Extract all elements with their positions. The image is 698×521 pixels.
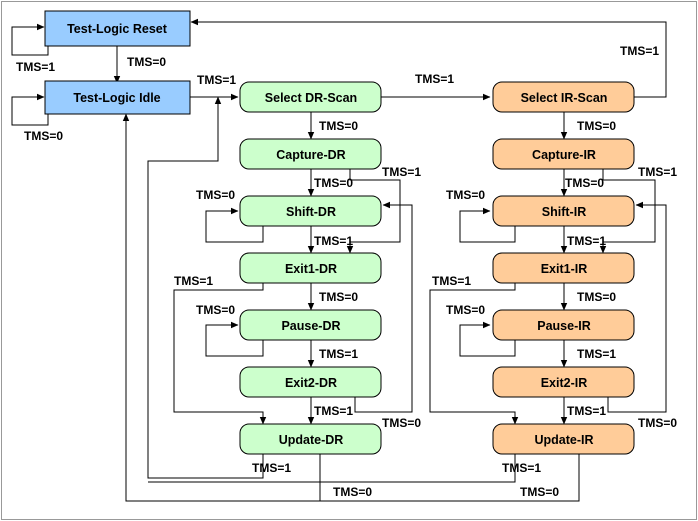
svg-text:Capture-DR: Capture-DR — [276, 148, 345, 162]
state-pause-ir: Pause-IR — [492, 309, 635, 341]
tms-label-capture-ir-to-exit1-ir: TMS=1 — [638, 165, 677, 179]
transition-labels: TMS=1 TMS=0 TMS=0 TMS=1 TMS=1 TMS=1 TMS=… — [16, 44, 677, 499]
state-capture-ir: Capture-IR — [492, 138, 635, 170]
tms-label-update-ir-to-idle: TMS=0 — [520, 485, 559, 499]
tms-label-exit2-ir-to-shift-ir: TMS=0 — [638, 416, 677, 430]
state-exit2-dr: Exit2-DR — [239, 366, 382, 398]
tms-label-pause-ir-loop: TMS=0 — [446, 303, 485, 317]
svg-text:Shift-DR: Shift-DR — [286, 205, 336, 219]
svg-text:Pause-DR: Pause-DR — [281, 319, 340, 333]
tms-label-pause-ir-to-exit2-ir: TMS=1 — [577, 347, 616, 361]
tms-label-reset-to-idle: TMS=0 — [127, 55, 166, 69]
tms-label-capture-ir-to-shift-ir: TMS=0 — [565, 176, 604, 190]
tms-label-select-dr-to-select-ir: TMS=1 — [415, 72, 454, 86]
state-exit1-ir: Exit1-IR — [492, 252, 635, 284]
tms-label-exit1-dr-to-pause-dr: TMS=0 — [319, 290, 358, 304]
svg-text:Update-IR: Update-IR — [534, 433, 593, 447]
svg-text:Exit2-DR: Exit2-DR — [285, 376, 337, 390]
tms-label-pause-dr-loop: TMS=0 — [196, 303, 235, 317]
tms-label-update-dr-to-select-dr: TMS=1 — [252, 461, 291, 475]
svg-text:Select DR-Scan: Select DR-Scan — [265, 91, 357, 105]
tms-label-exit2-ir-to-update-ir: TMS=1 — [567, 404, 606, 418]
tms-label-shift-dr-to-exit1-dr: TMS=1 — [314, 234, 353, 248]
svg-text:Shift-IR: Shift-IR — [542, 205, 586, 219]
tms-label-idle-loop: TMS=0 — [24, 129, 63, 143]
svg-text:Test-Logic Reset: Test-Logic Reset — [67, 22, 168, 36]
tms-label-select-ir-to-capture-ir: TMS=0 — [577, 119, 616, 133]
tms-label-reset-loop: TMS=1 — [16, 60, 55, 74]
svg-text:Pause-IR: Pause-IR — [537, 319, 591, 333]
state-shift-dr: Shift-DR — [239, 195, 382, 227]
tms-label-shift-dr-loop: TMS=0 — [196, 188, 235, 202]
svg-text:Exit2-IR: Exit2-IR — [541, 376, 588, 390]
tms-label-idle-to-select-dr: TMS=1 — [197, 73, 236, 87]
state-update-ir: Update-IR — [492, 423, 635, 455]
svg-text:Update-DR: Update-DR — [279, 433, 344, 447]
svg-text:Exit1-DR: Exit1-DR — [285, 262, 337, 276]
tms-label-select-dr-to-capture-dr: TMS=0 — [319, 119, 358, 133]
tms-label-update-ir-to-select-dr: TMS=1 — [502, 461, 541, 475]
svg-text:Select IR-Scan: Select IR-Scan — [521, 91, 608, 105]
tms-label-shift-ir-to-exit1-ir: TMS=1 — [567, 234, 606, 248]
svg-text:Test-Logic Idle: Test-Logic Idle — [73, 91, 160, 105]
tms-label-exit1-ir-to-pause-ir: TMS=0 — [577, 290, 616, 304]
state-select-dr-scan: Select DR-Scan — [239, 81, 382, 113]
tms-label-exit2-dr-to-update-dr: TMS=1 — [314, 404, 353, 418]
state-exit1-dr: Exit1-DR — [239, 252, 382, 284]
state-pause-dr: Pause-DR — [239, 309, 382, 341]
tms-label-update-dr-to-idle: TMS=0 — [333, 485, 372, 499]
tms-label-capture-dr-to-shift-dr: TMS=0 — [314, 176, 353, 190]
transition-arrows — [11, 18, 667, 502]
tms-label-capture-dr-to-exit1-dr: TMS=1 — [382, 165, 421, 179]
state-test-logic-idle: Test-Logic Idle — [44, 80, 191, 115]
tms-label-exit1-ir-to-update-ir: TMS=1 — [432, 274, 471, 288]
tms-label-select-ir-to-reset: TMS=1 — [620, 44, 659, 58]
state-shift-ir: Shift-IR — [492, 195, 635, 227]
tms-label-exit2-dr-to-shift-dr: TMS=0 — [382, 416, 421, 430]
state-update-dr: Update-DR — [239, 423, 382, 455]
state-capture-dr: Capture-DR — [239, 138, 382, 170]
state-exit2-ir: Exit2-IR — [492, 366, 635, 398]
tms-label-pause-dr-to-exit2-dr: TMS=1 — [319, 347, 358, 361]
state-test-logic-reset: Test-Logic Reset — [44, 10, 191, 47]
tms-label-exit1-dr-to-update-dr: TMS=1 — [174, 274, 213, 288]
tms-label-shift-ir-loop: TMS=0 — [446, 188, 485, 202]
svg-text:Exit1-IR: Exit1-IR — [541, 262, 588, 276]
svg-text:Capture-IR: Capture-IR — [532, 148, 596, 162]
state-select-ir-scan: Select IR-Scan — [492, 81, 635, 113]
